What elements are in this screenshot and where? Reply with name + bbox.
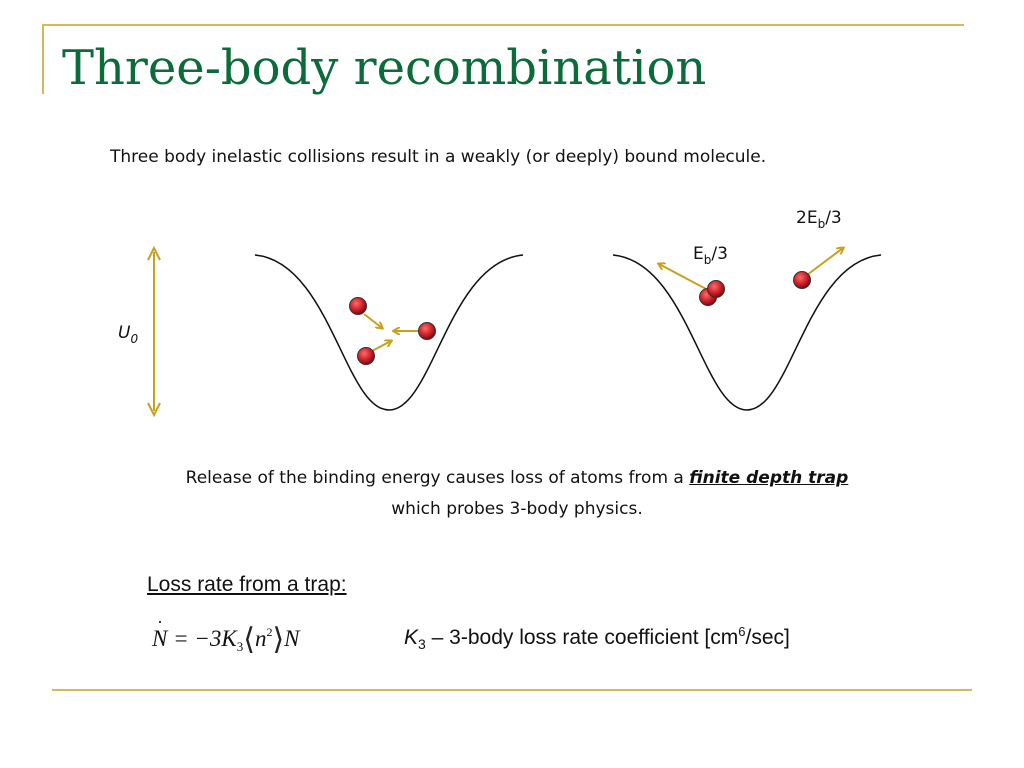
formula-langle: ⟨: [243, 623, 255, 656]
energy-label-atom: 2Eb/3: [796, 208, 842, 231]
formula-n: n: [254, 626, 267, 651]
energy-label-molecule: Eb/3: [693, 244, 728, 267]
arrow-free-atom: [806, 248, 843, 276]
molecule-atom: [707, 280, 725, 298]
right-potential-well: [612, 254, 882, 411]
release-text: Release of the binding energy causes los…: [0, 463, 1024, 525]
k3-unit-tail: /sec]: [745, 626, 790, 649]
formula-rhs: N: [284, 626, 300, 651]
k3-definition: K3 – 3-body loss rate coefficient [cm6/s…: [404, 624, 790, 652]
bottom-rule: [52, 689, 972, 691]
loss-rate-formula: N· = −3K3⟨n2⟩N: [152, 612, 300, 657]
formula-coef: = −3K: [167, 626, 237, 651]
atom: [357, 347, 375, 365]
formula-k-sub: 3: [236, 639, 244, 654]
formula-n-sup: 2: [266, 625, 273, 639]
arrow-atom3: [371, 341, 391, 352]
k3-sub: 3: [418, 636, 426, 652]
k3-text: – 3-body loss rate coefficient [cm: [425, 626, 739, 649]
k3-symbol: K: [404, 626, 419, 649]
depth-label: U0: [118, 323, 138, 346]
finite-depth-trap-emphasis: finite depth trap: [689, 468, 849, 488]
release-prefix: Release of the binding energy causes los…: [185, 468, 690, 488]
left-rule: [42, 24, 44, 94]
release-line-1: Release of the binding energy causes los…: [0, 463, 1024, 494]
formula-rangle: ⟩: [272, 623, 285, 656]
top-rule: [42, 24, 964, 26]
n-dot: N·: [152, 612, 168, 651]
loss-rate-heading: Loss rate from a trap:: [147, 573, 347, 596]
depth-arrow: [147, 245, 161, 418]
arrow-atom1: [363, 313, 382, 328]
slide-title: Three-body recombination: [62, 40, 707, 96]
free-atom: [793, 271, 811, 289]
arrow-molecule: [659, 264, 709, 291]
k3-unit-sup: 6: [738, 624, 746, 639]
left-potential-well: [254, 254, 524, 411]
atom: [349, 297, 367, 315]
release-line-2: which probes 3-body physics.: [391, 499, 643, 519]
intro-text: Three body inelastic collisions result i…: [110, 147, 767, 167]
atom: [418, 322, 436, 340]
